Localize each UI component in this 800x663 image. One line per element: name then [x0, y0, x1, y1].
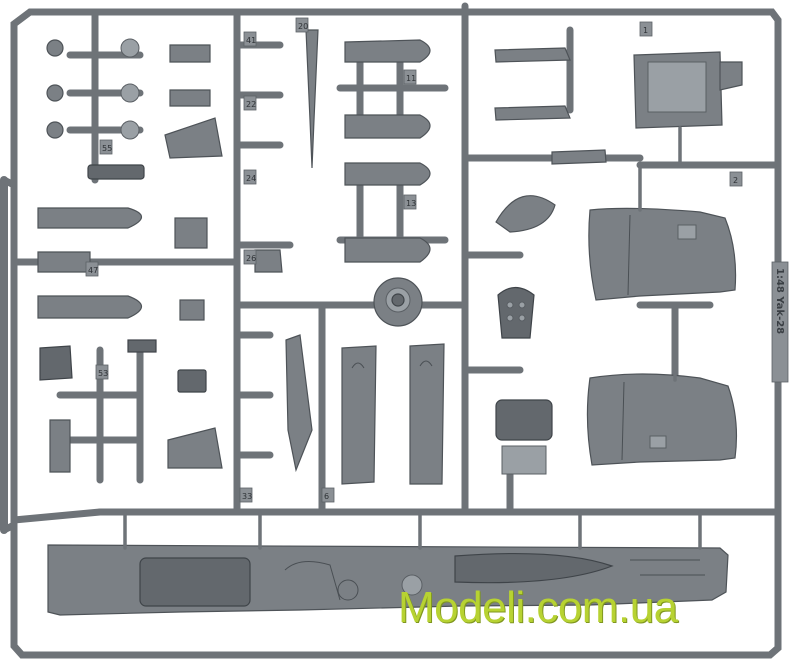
watermark-text: Modeli.com.ua: [398, 583, 678, 632]
instrument-panel: [497, 286, 535, 339]
vent-parts: [494, 47, 607, 165]
pitot-probe: [305, 29, 319, 169]
part-number: 24: [246, 174, 256, 183]
part-number: 53: [98, 369, 108, 378]
round-hub: [373, 277, 423, 327]
wheels: [46, 38, 145, 180]
part-number: 26: [246, 254, 256, 263]
fuselage-half: [47, 510, 729, 616]
part-number: 47: [88, 266, 98, 275]
part-number: 22: [246, 100, 256, 109]
sprue-frame: [0, 8, 782, 659]
drop-tank-left: [37, 207, 143, 319]
part-number: 41: [246, 36, 256, 45]
wing-panels: [341, 343, 445, 485]
part-number: 13: [406, 199, 416, 208]
part-number: 6: [324, 492, 329, 501]
small-parts-left: [39, 339, 223, 473]
nacelle-lower: [586, 370, 738, 466]
small-parts-mid: [164, 44, 313, 473]
seat-frame: [495, 399, 553, 475]
kit-label-tab: 1:48 Yak-28: [771, 261, 789, 383]
part-number: 2: [733, 176, 738, 185]
drop-tanks: [344, 39, 431, 263]
part-number: 1: [643, 26, 648, 35]
part-number: 33: [242, 492, 252, 501]
nacelle-upper: [588, 163, 737, 301]
part-number: 11: [406, 74, 416, 83]
kit-label: 1:48 Yak-28: [774, 268, 785, 334]
radome: [495, 195, 556, 233]
part-number-tags: 20 41 22 24 26 11 13 1 2 55 47 53 33 6: [85, 17, 743, 503]
part-number: 20: [298, 22, 308, 31]
cockpit-tub: [633, 51, 743, 167]
part-number: 55: [102, 144, 112, 153]
